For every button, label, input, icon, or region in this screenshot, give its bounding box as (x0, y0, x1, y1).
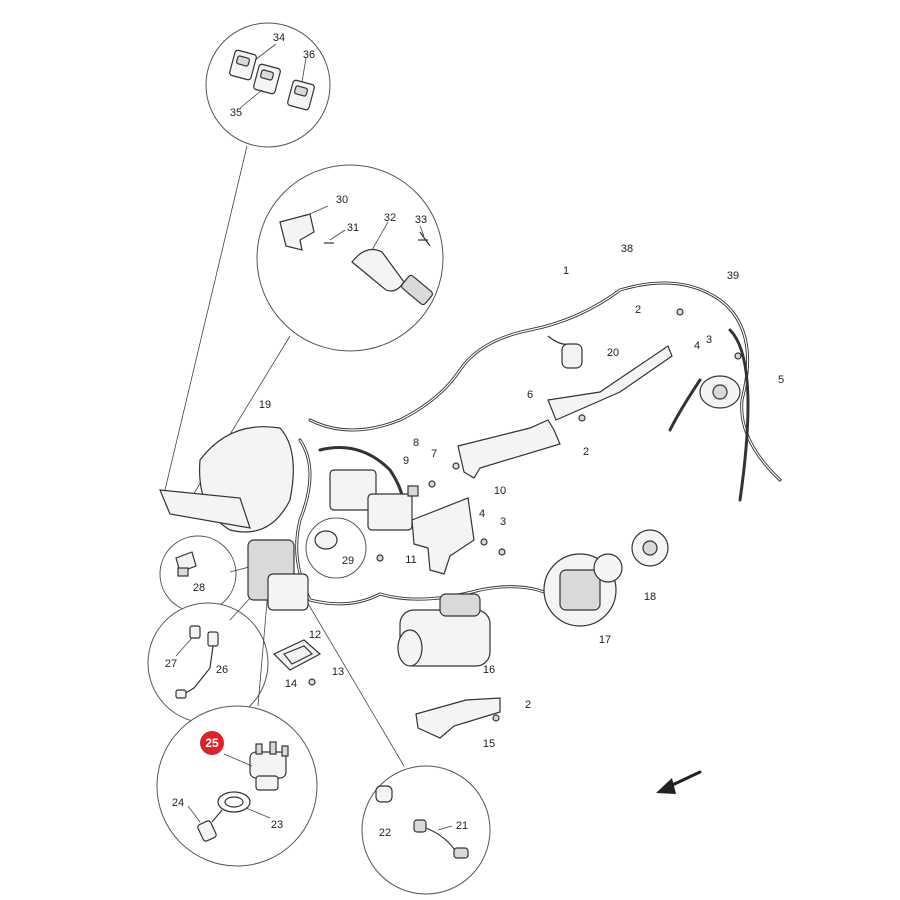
boot-cap-icon (375, 785, 393, 803)
callout-1: 1 (563, 265, 569, 277)
callout-14: 14 (285, 678, 297, 690)
highlighted-part-25-badge[interactable]: 25 (200, 731, 224, 755)
callout-11: 11 (405, 554, 416, 566)
bracket-6 (457, 419, 561, 479)
callout-28: 28 (193, 582, 205, 594)
callout-21: 21 (456, 820, 468, 832)
callout-9: 9 (403, 455, 409, 467)
callout-20: 20 (607, 347, 619, 359)
cable-connector-icon (413, 819, 469, 859)
callout-22: 22 (379, 827, 391, 839)
callout-2-top: 2 (635, 304, 641, 316)
callout-36: 36 (303, 49, 315, 61)
callout-16: 16 (483, 664, 495, 676)
callout-29: 29 (342, 555, 354, 567)
gasket-12 (272, 639, 322, 671)
washer-ring-icon (217, 791, 251, 813)
callout-4-top: 4 (694, 340, 700, 352)
rocker-switch-icon (229, 49, 315, 111)
callout-10: 10 (494, 485, 506, 497)
callout-24: 24 (172, 797, 184, 809)
detail-ignition-switch-23-25 (156, 705, 318, 867)
callout-35: 35 (230, 107, 242, 119)
callout-32: 32 (384, 212, 396, 224)
alternator-17 (543, 553, 623, 627)
callout-38: 38 (621, 243, 633, 255)
callout-15: 15 (483, 738, 495, 750)
key-icon (197, 809, 223, 842)
sensor-5 (699, 375, 741, 409)
callout-31: 31 (347, 222, 359, 234)
callout-13: 13 (332, 666, 344, 678)
horn-1 (561, 343, 583, 369)
callout-30: 30 (336, 194, 348, 206)
callout-labels: 34 36 35 30 31 32 33 38 1 39 2 4 3 20 5 … (165, 32, 784, 839)
callout-5: 5 (778, 374, 784, 386)
detail-sender-28 (159, 535, 237, 613)
bracket-15 (415, 697, 501, 739)
pulley-18 (631, 529, 669, 567)
callout-18: 18 (644, 591, 656, 603)
callout-3-mid: 3 (500, 516, 506, 528)
arrow-down-left-icon (656, 770, 702, 794)
svg-text:25: 25 (205, 736, 219, 750)
bracket-10 (411, 497, 475, 575)
callout-23: 23 (271, 819, 283, 831)
callout-33: 33 (415, 214, 427, 226)
steering-column-harness (247, 539, 309, 611)
relay-module-9 (329, 469, 413, 531)
temperature-sender-icon (175, 551, 197, 577)
stalk-lever-icon (351, 249, 434, 306)
callout-19: 19 (259, 399, 271, 411)
bracket-20 (547, 345, 673, 421)
fasteners (308, 308, 742, 722)
callout-34: 34 (273, 32, 285, 44)
callout-27: 27 (165, 658, 177, 670)
pulley-29 (305, 517, 367, 579)
callout-7: 7 (431, 448, 437, 460)
callout-39: 39 (727, 270, 739, 282)
callout-6: 6 (527, 389, 533, 401)
detail-switches-34-36 (205, 22, 331, 148)
callout-17: 17 (599, 634, 611, 646)
detail-connector-21-22 (361, 765, 491, 895)
callout-12: 12 (309, 629, 321, 641)
detail-lever-30-33 (256, 164, 444, 352)
callout-8: 8 (413, 437, 419, 449)
clip-icon (418, 231, 431, 247)
callout-2-bottom: 2 (525, 699, 531, 711)
callout-4-mid: 4 (479, 508, 485, 520)
control-box-19 (159, 426, 294, 533)
callout-3-top: 3 (706, 334, 712, 346)
starter-motor-16 (397, 593, 491, 667)
ignition-switch-icon (249, 741, 289, 791)
sensor-cable-icon (175, 625, 219, 699)
callout-26: 26 (216, 664, 228, 676)
callout-2-mid: 2 (583, 446, 589, 458)
